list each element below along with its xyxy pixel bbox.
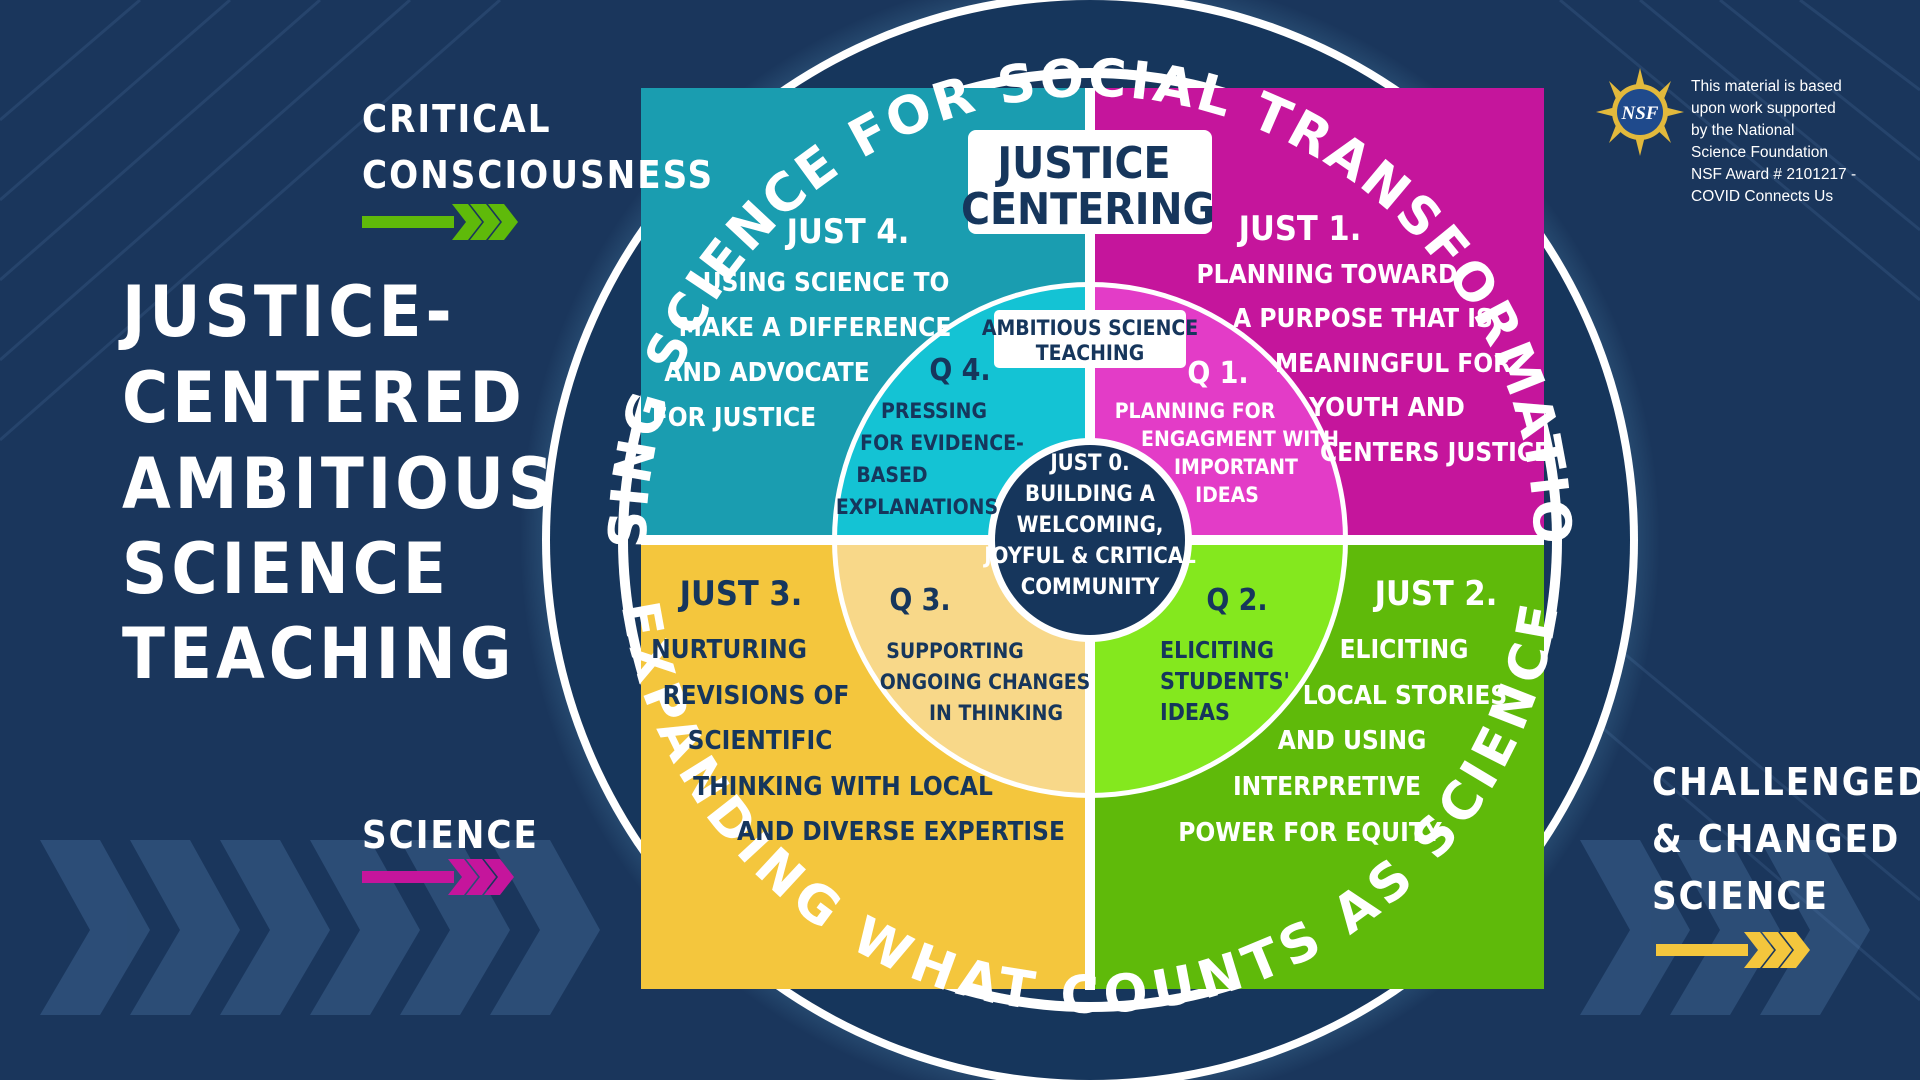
just2-line: POWER FOR EQUITY [1178, 818, 1442, 848]
nsf-logo-text: NSF [1621, 103, 1659, 124]
justice-centering-box [968, 130, 1212, 234]
just4-line: AND ADVOCATE [664, 358, 870, 388]
center-circle [995, 445, 1185, 635]
justice-centering-line: JUSTICE [994, 138, 1170, 189]
just4-line: FOR JUSTICE [652, 403, 816, 433]
justice-centering-line: CENTERING [961, 184, 1215, 235]
nsf-note-line: upon work supported [1691, 100, 1836, 117]
main-title-line: AMBITIOUS [122, 443, 557, 525]
just3-line: THINKING WITH LOCAL [693, 772, 993, 802]
just3-line: REVISIONS OF [663, 681, 850, 711]
just2-line: ELICITING [1340, 635, 1469, 665]
q2-line: STUDENTS' [1160, 669, 1290, 695]
center-line: WELCOMING, [1017, 513, 1164, 538]
center-line: COMMUNITY [1021, 575, 1160, 600]
just2-line: AND USING [1278, 726, 1427, 756]
nsf-note-line: This material is based [1691, 78, 1842, 95]
center-line: JOYFUL & CRITICAL [982, 544, 1196, 569]
just4-line: MAKE A DIFFERENCE [679, 313, 952, 343]
q2-title: Q 2. [1206, 583, 1267, 618]
just1-line: A PURPOSE THAT IS [1233, 304, 1493, 334]
ambitious-label-box [994, 310, 1186, 368]
q3-title: Q 3. [889, 583, 950, 618]
science-arrow-icon [362, 859, 514, 895]
science-label: SCIENCE [362, 813, 539, 857]
main-title-line: SCIENCE [122, 528, 450, 610]
challenged-arrow-icon [1656, 932, 1810, 968]
just1-line: MEANINGFUL FOR [1275, 349, 1511, 379]
q1-title: Q 1. [1187, 356, 1248, 391]
just4-title: JUST 4. [785, 212, 910, 252]
critical-label-line: CONSCIOUSNESS [362, 153, 714, 197]
q1-line: ENGAGMENT WITH [1141, 427, 1339, 451]
just4-line: USING SCIENCE TO [703, 268, 950, 298]
ambitious-label-line: AMBITIOUS SCIENCE [982, 316, 1198, 340]
q3-line: IN THINKING [929, 701, 1063, 725]
just2-title: JUST 2. [1373, 574, 1498, 614]
critical-arrow-icon [362, 204, 518, 240]
nsf-note-line: by the National [1691, 122, 1794, 139]
main-title-line: CENTERED [122, 357, 526, 439]
center-line: JUST 0. [1048, 451, 1129, 476]
q3-line: ONGOING CHANGES [880, 670, 1090, 694]
q3-line: SUPPORTING [886, 639, 1024, 663]
q4-line: PRESSING [881, 399, 987, 423]
q1-line: IDEAS [1195, 483, 1259, 507]
q1-line: PLANNING FOR [1115, 399, 1276, 423]
nsf-note-line: Science Foundation [1691, 144, 1828, 161]
main-title-line: JUSTICE- [118, 271, 456, 353]
ambitious-label-line: TEACHING [1036, 341, 1144, 365]
q4-line: FOR EVIDENCE- [860, 431, 1024, 455]
main-title-line: TEACHING [122, 613, 515, 695]
nsf-logo-icon: NSF [1596, 68, 1684, 156]
q1-line: IMPORTANT [1174, 455, 1298, 479]
q2-line: IDEAS [1160, 700, 1230, 726]
q4-line: BASED [856, 463, 927, 487]
just3-line: SCIENTIFIC [688, 726, 833, 756]
q4-title: Q 4. [929, 353, 990, 388]
just1-line: YOUTH AND [1308, 393, 1465, 423]
just3-line: NURTURING [651, 635, 807, 665]
just1-line: CENTERS JUSTICE [1320, 438, 1550, 468]
challenged-label-line: SCIENCE [1652, 874, 1829, 918]
just1-line: PLANNING TOWARD [1197, 260, 1458, 290]
just2-line: LOCAL STORIES [1303, 681, 1507, 711]
q2-line: ELICITING [1160, 638, 1274, 664]
challenged-label-line: CHALLENGED [1652, 760, 1920, 804]
just1-title: JUST 1. [1237, 209, 1362, 249]
just3-title: JUST 3. [678, 574, 803, 614]
critical-label-line: CRITICAL [362, 97, 552, 141]
challenged-label-line: & CHANGED [1652, 817, 1900, 861]
nsf-note-line: NSF Award # 2101217 - [1691, 166, 1856, 183]
nsf-note-line: COVID Connects Us [1691, 188, 1833, 205]
just2-line: INTERPRETIVE [1233, 772, 1421, 802]
center-line: BUILDING A [1025, 482, 1156, 507]
just3-line: AND DIVERSE EXPERTISE [737, 817, 1065, 847]
q4-line: EXPLANATIONS [836, 495, 998, 519]
